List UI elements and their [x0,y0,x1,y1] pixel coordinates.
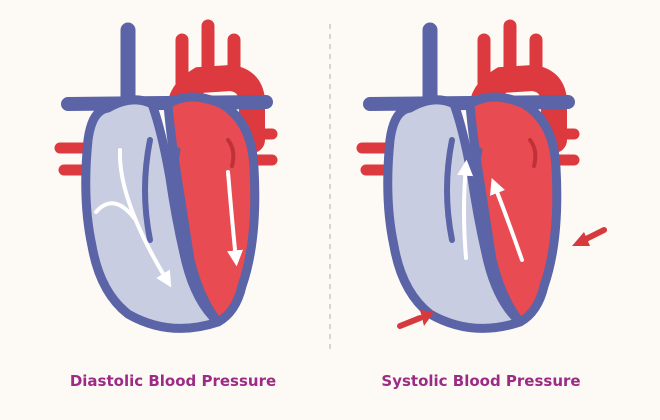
pressure-arrow-left [397,310,434,329]
flow-arrows-systolic [457,159,524,262]
compression-arrows [397,227,607,329]
flow-arrows-diastolic [94,148,244,288]
systolic-caption: Systolic Blood Pressure [381,372,581,390]
systolic-heart [362,26,607,329]
diastolic-caption: Diastolic Blood Pressure [69,372,277,390]
diastolic-heart [60,26,272,328]
pressure-arrow-right [572,227,607,246]
